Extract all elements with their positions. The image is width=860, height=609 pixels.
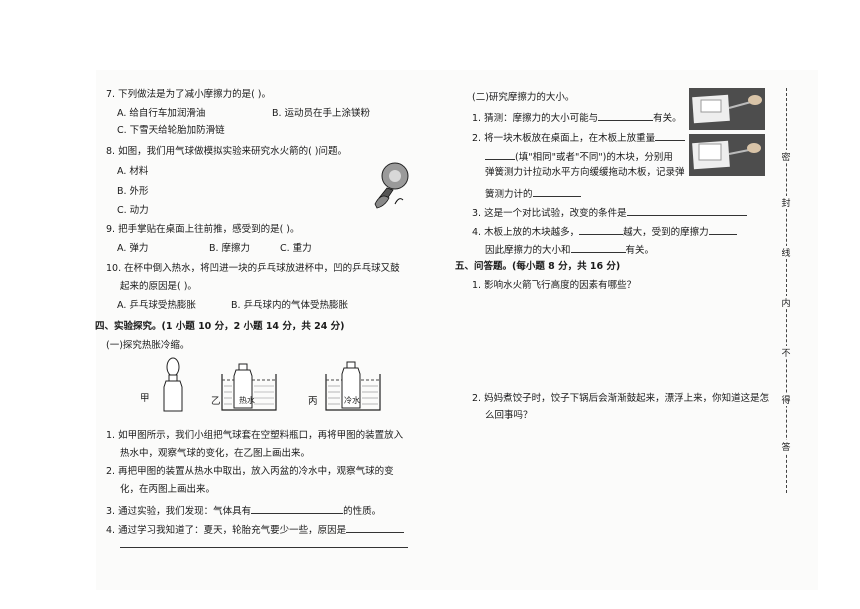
binding-char-6: 得 bbox=[778, 393, 794, 406]
binding-char-1: 密 bbox=[778, 150, 794, 163]
fr-q4-line2: 因此摩擦力的大小和 有关。 bbox=[485, 242, 654, 257]
binding-char-2: 封 bbox=[778, 196, 794, 209]
fr-q4-blank3[interactable] bbox=[570, 242, 626, 253]
fr-q2-line2: (填"相同"或者"不同")的木块，分别用 bbox=[485, 149, 673, 164]
q9-option-a: A. 弹力 bbox=[117, 243, 149, 254]
q8-stem: 8. 如图，我们用气球做模拟实验来研究水火箭的( )问题。 bbox=[106, 146, 348, 157]
sub-heading-friction: (二)研究摩擦力的大小。 bbox=[472, 92, 575, 103]
fig-label-yi: 乙 bbox=[211, 396, 221, 407]
figure-bing-cold-basin bbox=[325, 361, 381, 411]
fr-q4-blank2[interactable] bbox=[708, 224, 737, 235]
figure-yi-hot-basin bbox=[221, 363, 277, 411]
q10-option-a: A. 乒乓球受热膨胀 bbox=[117, 300, 196, 311]
fr-q4-before: 4. 木板上放的木块越多， bbox=[472, 227, 580, 238]
fr-q2-line1-text: 2. 将一块木板放在桌面上，在木板上放重量 bbox=[472, 133, 656, 144]
sub-heading-thermal: (一)探究热胀冷缩。 bbox=[106, 340, 190, 351]
fig-label-bing: 丙 bbox=[308, 396, 318, 407]
fr-q4-line2-after: 有关。 bbox=[625, 245, 655, 256]
binding-char-7: 答 bbox=[778, 440, 794, 453]
friction-photo-1 bbox=[689, 88, 765, 130]
fr-q3-blank[interactable] bbox=[626, 205, 747, 216]
qa-2-line1: 2. 妈妈煮饺子时，饺子下锅后会渐渐鼓起来，漂浮上来，你知道这是怎 bbox=[472, 393, 770, 404]
section-5-heading: 五、问答题。(每小题 8 分，共 16 分) bbox=[455, 261, 621, 272]
exp-q3-after: 的性质。 bbox=[343, 506, 382, 517]
cold-water-label: 冷水 bbox=[344, 396, 360, 405]
exp-q2-line1: 2. 再把甲图的装置从热水中取出，放入丙盆的冷水中，观察气球的变 bbox=[106, 466, 394, 477]
binding-char-3: 线 bbox=[778, 246, 794, 259]
fr-q1-after: 有关。 bbox=[653, 113, 682, 124]
q9-stem: 9. 把手掌贴在桌面上往前推，感受到的是( )。 bbox=[106, 224, 300, 235]
q9-option-b: B. 摩擦力 bbox=[209, 243, 251, 254]
exp-q2-line2: 化，在丙图上画出来。 bbox=[120, 484, 216, 495]
figure-jia-bottle bbox=[163, 357, 183, 412]
binding-char-4: 内 bbox=[778, 296, 794, 309]
fr-q2-line4: 簧测力计的 bbox=[485, 186, 581, 201]
fr-q4-line2-before: 因此摩擦力的大小和 bbox=[485, 245, 571, 256]
exp-q3-before: 3. 通过实验，我们发现：气体具有 bbox=[106, 506, 252, 517]
exp-q3: 3. 通过实验，我们发现：气体具有 的性质。 bbox=[106, 503, 381, 518]
exp-q1-line2: 热水中，观察气球的变化，在乙图上画出来。 bbox=[120, 448, 311, 459]
qa-2-line2: 么回事吗？ bbox=[485, 410, 533, 421]
exp-q4-blank[interactable] bbox=[346, 522, 405, 533]
section-4-heading: 四、实验探究。(1 小题 10 分，2 小题 14 分，共 24 分) bbox=[95, 321, 345, 332]
hot-water-label: 热水 bbox=[239, 396, 255, 405]
fr-q1-blank[interactable] bbox=[598, 110, 654, 121]
fr-q2-line4-text: 簧测力计的 bbox=[485, 189, 533, 200]
q7-option-c: C. 下雪天给轮胎加防滑链 bbox=[117, 125, 225, 136]
q7-stem: 7. 下列做法是为了减小摩擦力的是( )。 bbox=[106, 89, 272, 100]
exp-q4: 4. 通过学习我知道了：夏天，轮胎充气要少一些，原因是 bbox=[106, 522, 405, 537]
fr-q2-line3: 弹簧测力计拉动水平方向缓缓拖动木板，记录弹 bbox=[485, 167, 685, 178]
q7-option-b: B. 运动员在手上涂镁粉 bbox=[272, 108, 371, 119]
fig-label-jia: 甲 bbox=[140, 393, 150, 404]
fr-q4-after: 越大，受到的摩擦力 bbox=[623, 227, 709, 238]
q8-option-a: A. 材料 bbox=[117, 166, 149, 177]
fr-q2-line1: 2. 将一块木板放在桌面上，在木板上放重量 bbox=[472, 130, 686, 145]
binding-line bbox=[786, 88, 787, 493]
exp-q4-before: 4. 通过学习我知道了：夏天，轮胎充气要少一些，原因是 bbox=[106, 525, 347, 536]
exp-q1-line1: 1. 如甲图所示，我们小组把气球套在空塑料瓶口，再将甲图的装置放入 bbox=[106, 430, 404, 441]
binding-char-5: 不 bbox=[778, 346, 794, 359]
fr-q2-blank3[interactable] bbox=[532, 186, 581, 197]
fr-q4-blank1[interactable] bbox=[579, 224, 624, 235]
fr-q2-blank2[interactable] bbox=[485, 149, 515, 160]
fr-q4-line1: 4. 木板上放的木块越多， 越大，受到的摩擦力 bbox=[472, 224, 737, 239]
fr-q3-before: 3. 这是一个对比试验，改变的条件是 bbox=[472, 208, 627, 219]
qa-1: 1. 影响水火箭飞行高度的因素有哪些？ bbox=[472, 280, 637, 291]
fr-q2-line2-text: (填"相同"或者"不同")的木块，分别用 bbox=[515, 152, 673, 163]
balloon-rocket-figure bbox=[374, 162, 409, 209]
q10-stem: 10. 在杯中倒入热水，将凹进一块的乒乓球放进杯中，凹的乒乓球又鼓 bbox=[106, 263, 400, 274]
fr-q1: 1. 猜测：摩擦力的大小可能与 有关。 bbox=[472, 110, 682, 125]
exp-q3-blank[interactable] bbox=[251, 503, 344, 514]
friction-photo-2 bbox=[689, 134, 765, 176]
fr-q3: 3. 这是一个对比试验，改变的条件是 bbox=[472, 205, 747, 220]
q7-option-a: A. 给自行车加润滑油 bbox=[117, 108, 206, 119]
fr-q1-before: 1. 猜测：摩擦力的大小可能与 bbox=[472, 113, 599, 124]
q10-stem-cont: 起来的原因是( )。 bbox=[120, 281, 197, 292]
q8-option-c: C. 动力 bbox=[117, 205, 149, 216]
exp-q4-answer-line[interactable] bbox=[120, 547, 408, 548]
q8-option-b: B. 外形 bbox=[117, 186, 149, 197]
q10-option-b: B. 乒乓球内的气体受热膨胀 bbox=[231, 300, 349, 311]
fr-q2-blank1[interactable] bbox=[655, 130, 686, 141]
q9-option-c: C. 重力 bbox=[280, 243, 312, 254]
